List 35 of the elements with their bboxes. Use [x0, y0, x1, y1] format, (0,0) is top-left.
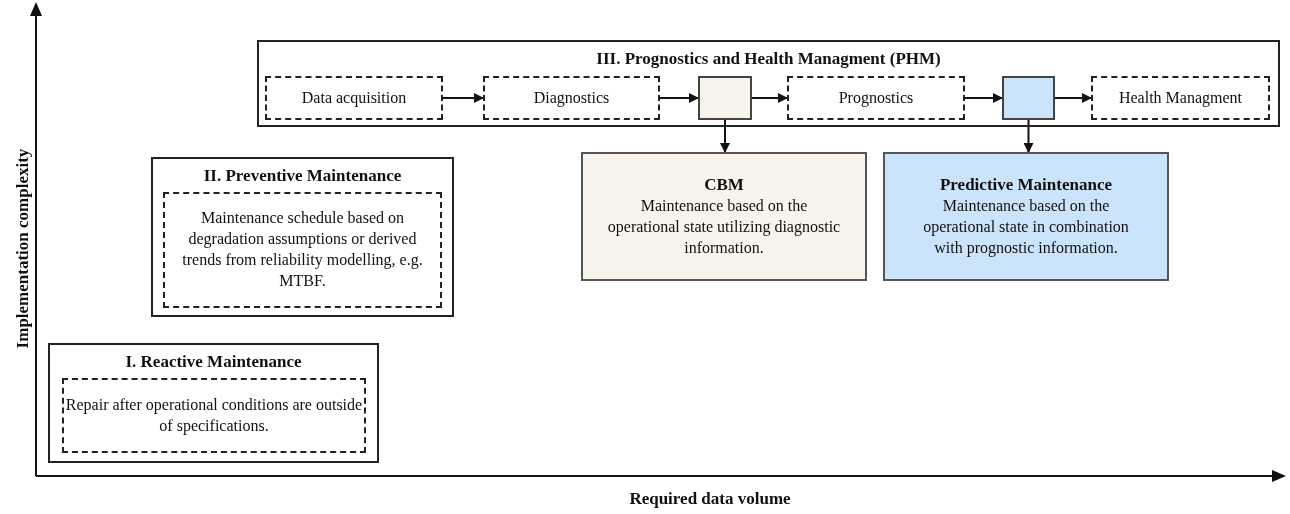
- box-heading: CBM: [704, 174, 744, 197]
- strategy-box: [581, 152, 867, 281]
- arrow: [1023, 119, 1034, 153]
- box-text: Prognostics: [838, 87, 914, 109]
- process-box: [698, 76, 752, 120]
- group-heading: III. Prognostics and Health Managment (PHM): [595, 48, 942, 70]
- group-heading: II. Preventive Maintenance: [202, 165, 403, 187]
- process-box: [787, 76, 965, 120]
- category-box: [151, 157, 454, 317]
- group-heading: I. Reactive Maintenance: [124, 351, 303, 373]
- arrow: [720, 119, 730, 153]
- box-heading: Predictive Maintenance: [940, 174, 1112, 197]
- process-box: [1091, 76, 1270, 120]
- process-box: [1002, 76, 1055, 120]
- arrow: [1054, 93, 1092, 103]
- arrow: [442, 93, 484, 103]
- box-text: Health Managment: [1118, 87, 1243, 109]
- category-box: [257, 40, 1280, 127]
- axis-label: Implementation complexity: [13, 147, 31, 351]
- arrow: [964, 93, 1003, 103]
- box-text: Maintenance schedule based on degradation assumptions or derived trends from reliability modelling, e.g. MTBF.: [181, 208, 424, 291]
- arrow: [751, 93, 788, 103]
- box-text: Data acquisition: [301, 87, 407, 109]
- process-box: [265, 76, 443, 120]
- box-text: Maintenance based on the operational state in combination with prognostic information.: [922, 196, 1130, 259]
- arrow: [659, 93, 699, 103]
- axis-label: Required data volume: [628, 490, 792, 507]
- strategy-box: [883, 152, 1169, 281]
- category-box: [48, 343, 379, 463]
- process-box: [62, 378, 366, 453]
- process-box: [163, 192, 442, 308]
- box-text: Maintenance based on the operational state utilizing diagnostic information.: [607, 196, 841, 258]
- process-box: [483, 76, 660, 120]
- box-text: Diagnostics: [533, 87, 610, 109]
- box-text: Repair after operational conditions are outside of specifications.: [64, 394, 364, 437]
